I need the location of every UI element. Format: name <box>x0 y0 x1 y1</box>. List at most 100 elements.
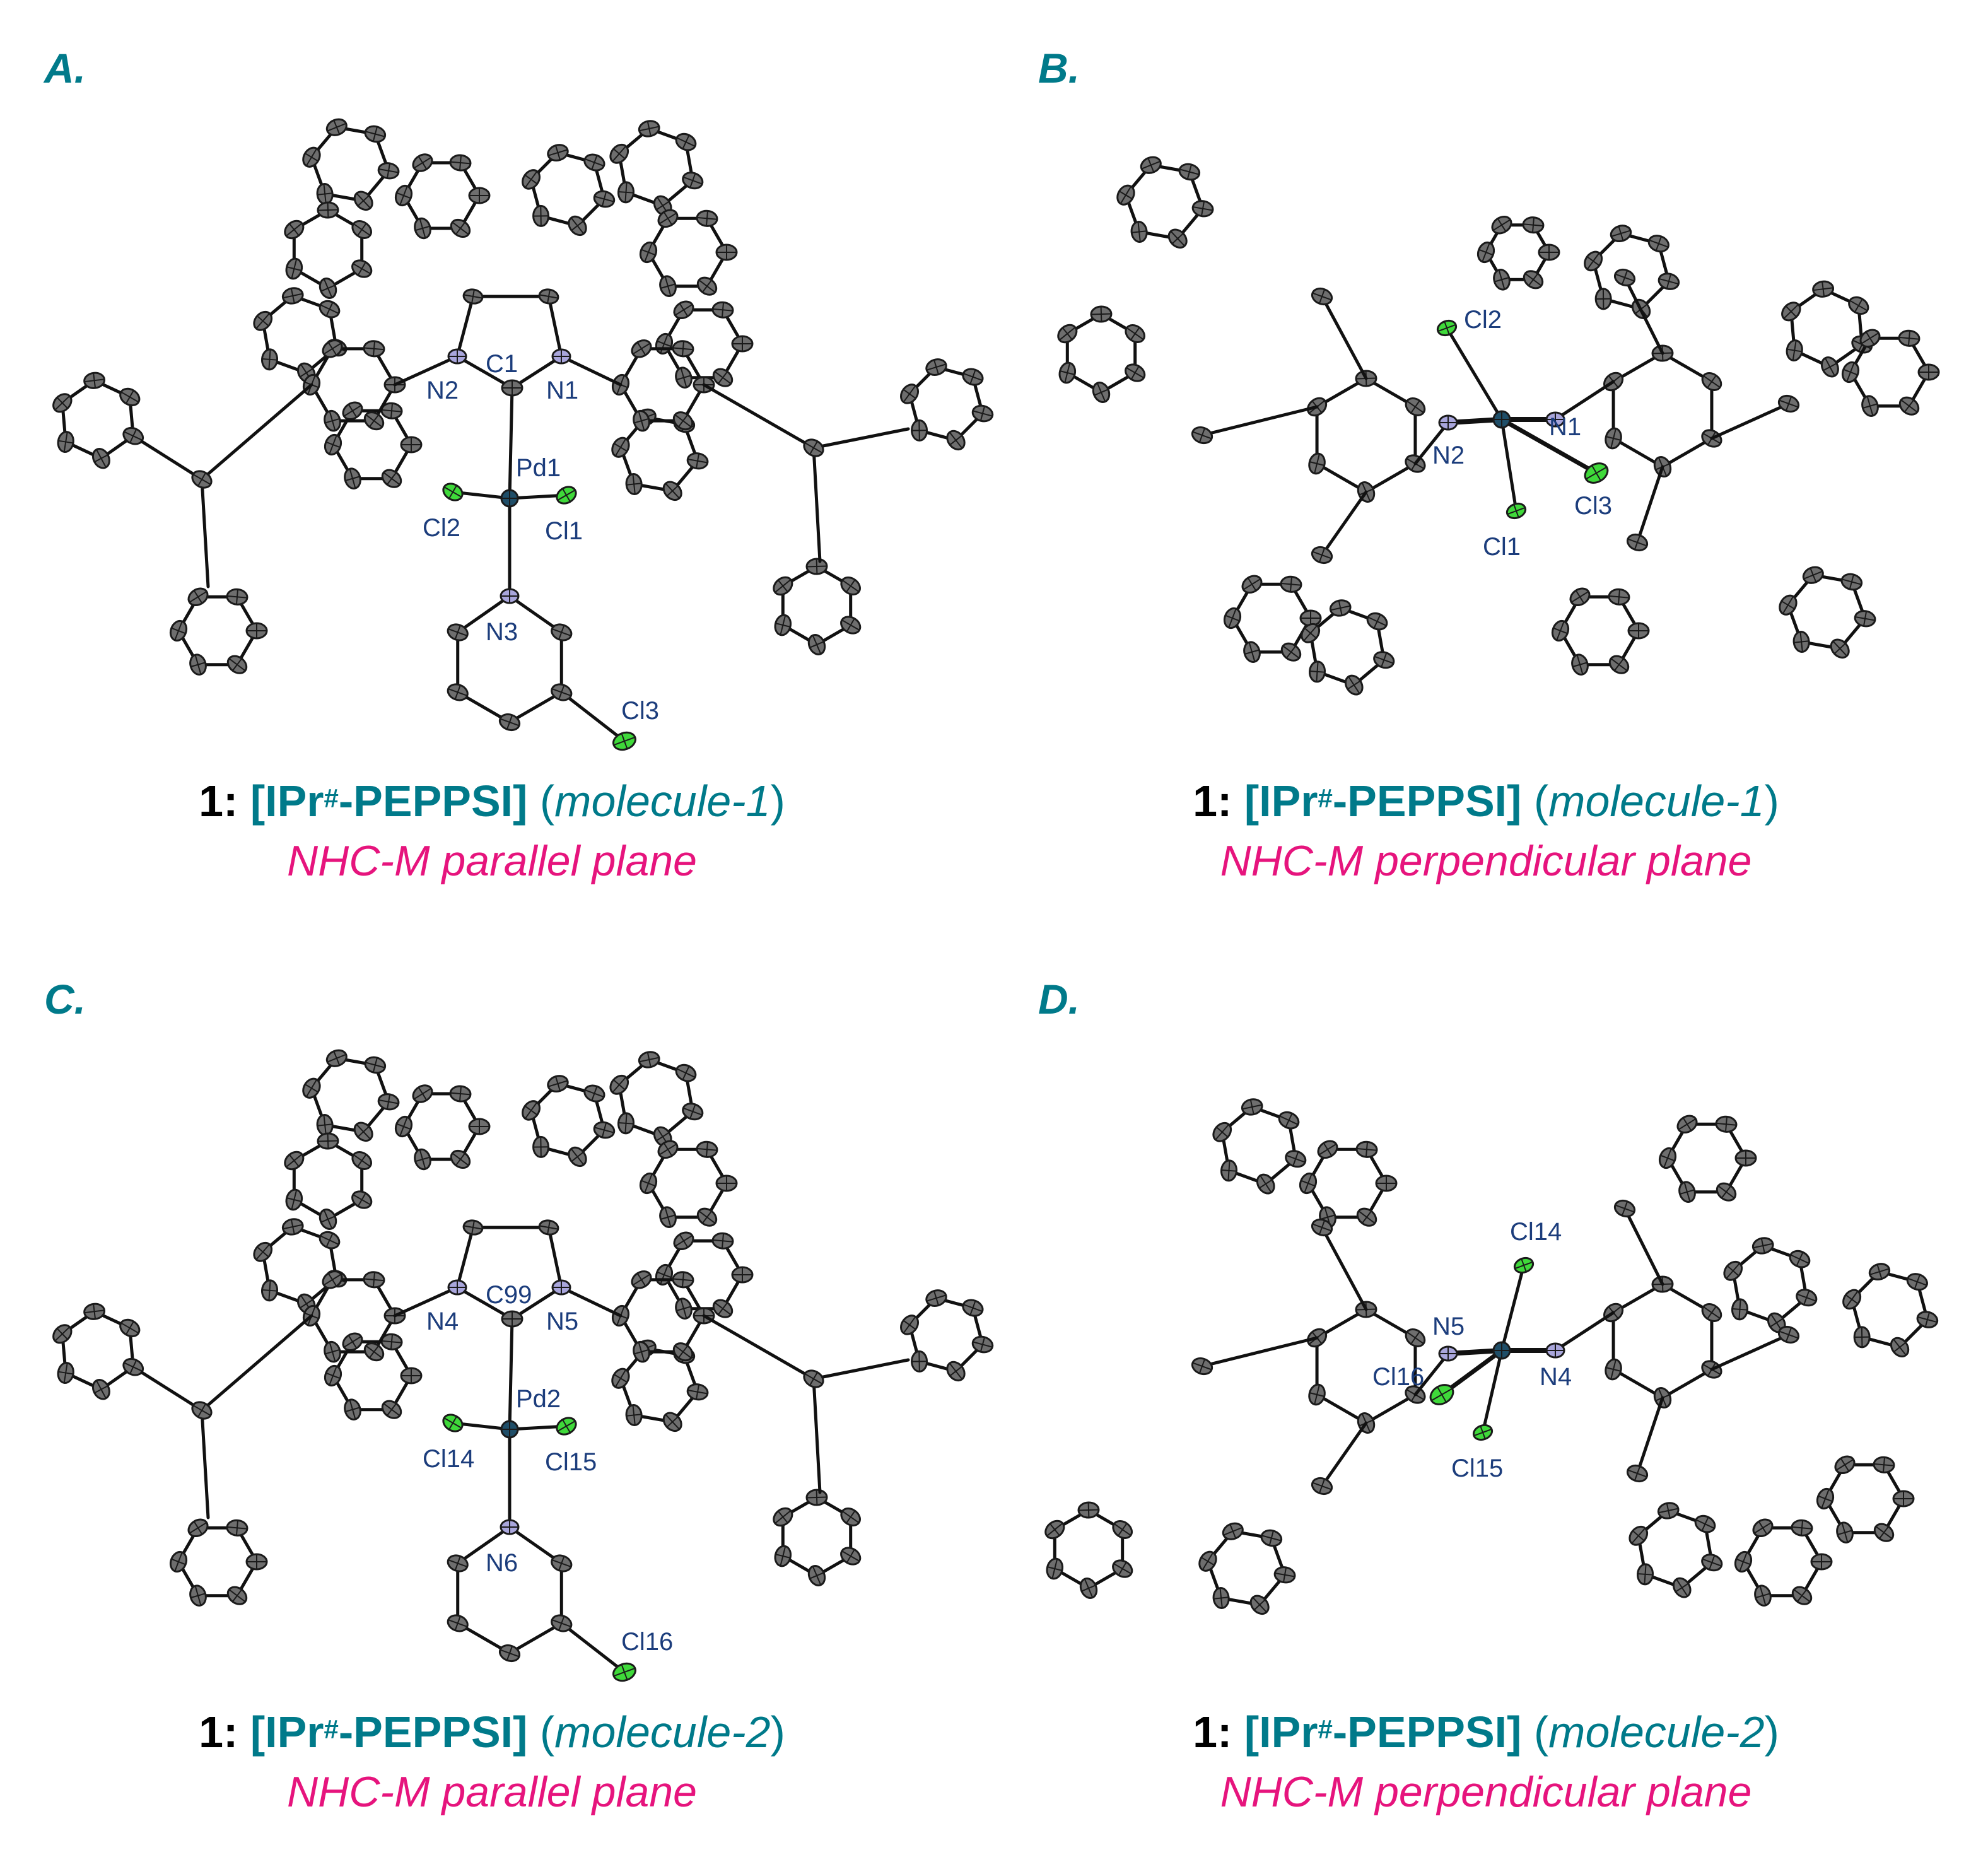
palladium-atom <box>500 1420 519 1439</box>
carbon-atom <box>1791 1586 1813 1605</box>
carbon-atom <box>1731 1298 1749 1321</box>
carbon-atom <box>673 1231 694 1251</box>
carbon-atom <box>1058 361 1077 384</box>
carbon-atom <box>1046 1557 1064 1580</box>
carbon-atom <box>547 1075 569 1092</box>
carbon-atom <box>971 404 994 423</box>
bond <box>547 295 563 358</box>
carbon-atom <box>662 1412 682 1432</box>
carbon-atom <box>449 1085 472 1103</box>
carbon-atom <box>1678 1181 1696 1203</box>
carbon-atom <box>1112 1520 1133 1539</box>
carbon-atom <box>925 1289 947 1307</box>
carbon-atom <box>522 169 541 190</box>
compound-name: [IPr#-PEPPSI] <box>250 776 528 826</box>
carbon-atom <box>1355 370 1377 387</box>
carbon-atom <box>468 187 491 204</box>
bond <box>200 1408 210 1519</box>
bond <box>1320 1226 1368 1311</box>
carbon-atom <box>655 1263 674 1286</box>
carbon-atom <box>551 1554 573 1572</box>
plane-caption: NHC-M parallel plane <box>286 1768 698 1816</box>
carbon-atom <box>946 430 966 451</box>
carbon-atom <box>662 481 682 501</box>
carbon-atom <box>532 204 550 227</box>
carbon-atom <box>187 1518 209 1538</box>
carbon-atom <box>568 215 587 237</box>
carbon-atom <box>1840 573 1863 591</box>
carbon-atom <box>1752 1518 1774 1538</box>
bond <box>812 1358 910 1381</box>
carbon-atom <box>1493 269 1511 291</box>
compound-caption: 1: [IPr#-PEPPSI] (molecule-1) <box>1193 776 1779 826</box>
carbon-atom <box>1777 394 1800 413</box>
carbon-atom <box>316 1114 334 1136</box>
carbon-atom <box>1854 610 1876 628</box>
carbon-atom <box>807 1565 826 1586</box>
carbon-atom <box>1212 1587 1230 1609</box>
compound-name: [IPr#-PEPPSI] <box>1244 1707 1522 1757</box>
nitrogen-atom <box>447 348 467 365</box>
nitrogen-atom <box>1438 1345 1458 1362</box>
carbon-atom <box>1701 1554 1723 1572</box>
carbon-atom <box>1311 287 1333 306</box>
carbon-atom <box>414 1148 431 1171</box>
bond <box>200 1314 313 1412</box>
carbon-atom <box>1636 1563 1654 1586</box>
carbon-atom <box>1299 1172 1318 1195</box>
carbon-atom <box>711 1232 734 1250</box>
carbon-atom <box>57 1362 74 1384</box>
carbon-atom <box>840 577 861 595</box>
bond <box>1710 1333 1791 1371</box>
carbon-atom <box>322 339 343 358</box>
carbon-atom <box>285 257 303 280</box>
bond <box>1320 295 1368 380</box>
carbon-atom <box>1734 1149 1757 1167</box>
carbon-atom <box>1057 324 1078 344</box>
carbon-atom <box>672 1342 694 1362</box>
carbon-atom <box>1308 660 1326 683</box>
carbon-atom <box>91 1379 110 1400</box>
carbon-atom <box>284 1151 305 1171</box>
carbon-atom <box>633 1340 650 1363</box>
carbon-atom <box>805 1489 828 1506</box>
carbon-atom <box>696 1140 718 1158</box>
carbon-atom <box>501 379 523 397</box>
chlorine-atom <box>612 1662 636 1682</box>
carbon-atom <box>1605 1358 1622 1381</box>
atom-label-nr: N1 <box>546 377 578 404</box>
molecule-id: molecule-1 <box>1548 776 1765 826</box>
carbon-atom <box>91 448 110 469</box>
atom-label-m: Pd1 <box>516 454 561 482</box>
carbon-atom <box>803 438 824 457</box>
carbon-atom <box>1836 1521 1854 1543</box>
carbon-atom <box>1167 228 1188 249</box>
atom-label-nl: N2 <box>1432 442 1465 469</box>
chlorine-atom <box>1429 1384 1454 1405</box>
carbon-atom <box>363 340 385 358</box>
palladium-atom <box>500 489 519 508</box>
bond <box>702 1314 816 1381</box>
carbon-atom <box>1716 1182 1737 1202</box>
carbon-atom <box>711 301 734 319</box>
carbon-atom <box>122 1357 144 1376</box>
carbon-atom <box>583 153 605 172</box>
carbon-atom <box>696 276 718 296</box>
carbon-atom <box>169 619 188 642</box>
plane-caption: NHC-M parallel plane <box>286 837 698 885</box>
carbon-atom <box>655 332 674 355</box>
compound-caption: 1: [IPr#-PEPPSI] (molecule-1) <box>199 776 785 826</box>
carbon-atom <box>1256 1173 1275 1195</box>
carbon-atom <box>593 190 616 208</box>
chlorine-atom <box>556 486 577 505</box>
bond <box>508 1317 514 1431</box>
carbon-atom <box>1657 1502 1680 1519</box>
carbon-atom <box>1916 1311 1939 1328</box>
carbon-atom <box>911 1350 928 1373</box>
carbon-atom <box>731 1266 754 1284</box>
atom-label-clr: Cl1 <box>545 517 583 545</box>
carbon-atom <box>1820 356 1839 378</box>
carbon-atom <box>1366 612 1388 631</box>
